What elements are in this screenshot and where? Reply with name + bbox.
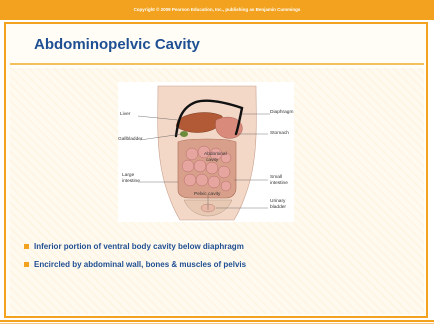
label-large-intestine: intestine	[122, 179, 140, 184]
label-diaphragm: Diaphragm	[270, 110, 293, 115]
bullet-text: Encircled by abdominal wall, bones & mus…	[34, 260, 246, 269]
label-gallbladder: Gallbladder	[118, 137, 143, 142]
bullet-square-icon	[24, 244, 29, 249]
label-cavity: cavity	[206, 158, 218, 163]
anatomy-figure: Liver Diaphragm Gallbladder Stomach Abdo…	[118, 82, 294, 222]
bullet-item: Encircled by abdominal wall, bones & mus…	[34, 260, 414, 270]
label-small-intestine: intestine	[270, 181, 288, 186]
label-abdominal: Abdominal	[204, 152, 227, 157]
copyright-notice: Copyright © 2009 Pearson Education, Inc.…	[0, 0, 434, 20]
bullet-text: Inferior portion of ventral body cavity …	[34, 242, 244, 251]
bullet-square-icon	[24, 262, 29, 267]
slide-title: Abdominopelvic Cavity	[34, 36, 200, 53]
label-urinary: Urinary	[270, 199, 285, 204]
bottom-divider	[0, 320, 434, 322]
bullet-item: Inferior portion of ventral body cavity …	[34, 242, 414, 252]
label-stomach: Stomach	[270, 131, 289, 136]
label-bladder: bladder	[270, 205, 286, 210]
label-liver: Liver	[120, 112, 130, 117]
bottom-divider-thin	[0, 323, 434, 324]
label-large: Large	[122, 173, 134, 178]
label-small: Small	[270, 175, 282, 180]
label-pelvic-cavity: Pelvic cavity	[194, 192, 220, 197]
title-divider	[10, 63, 424, 65]
bullet-list: Inferior portion of ventral body cavity …	[34, 242, 414, 278]
